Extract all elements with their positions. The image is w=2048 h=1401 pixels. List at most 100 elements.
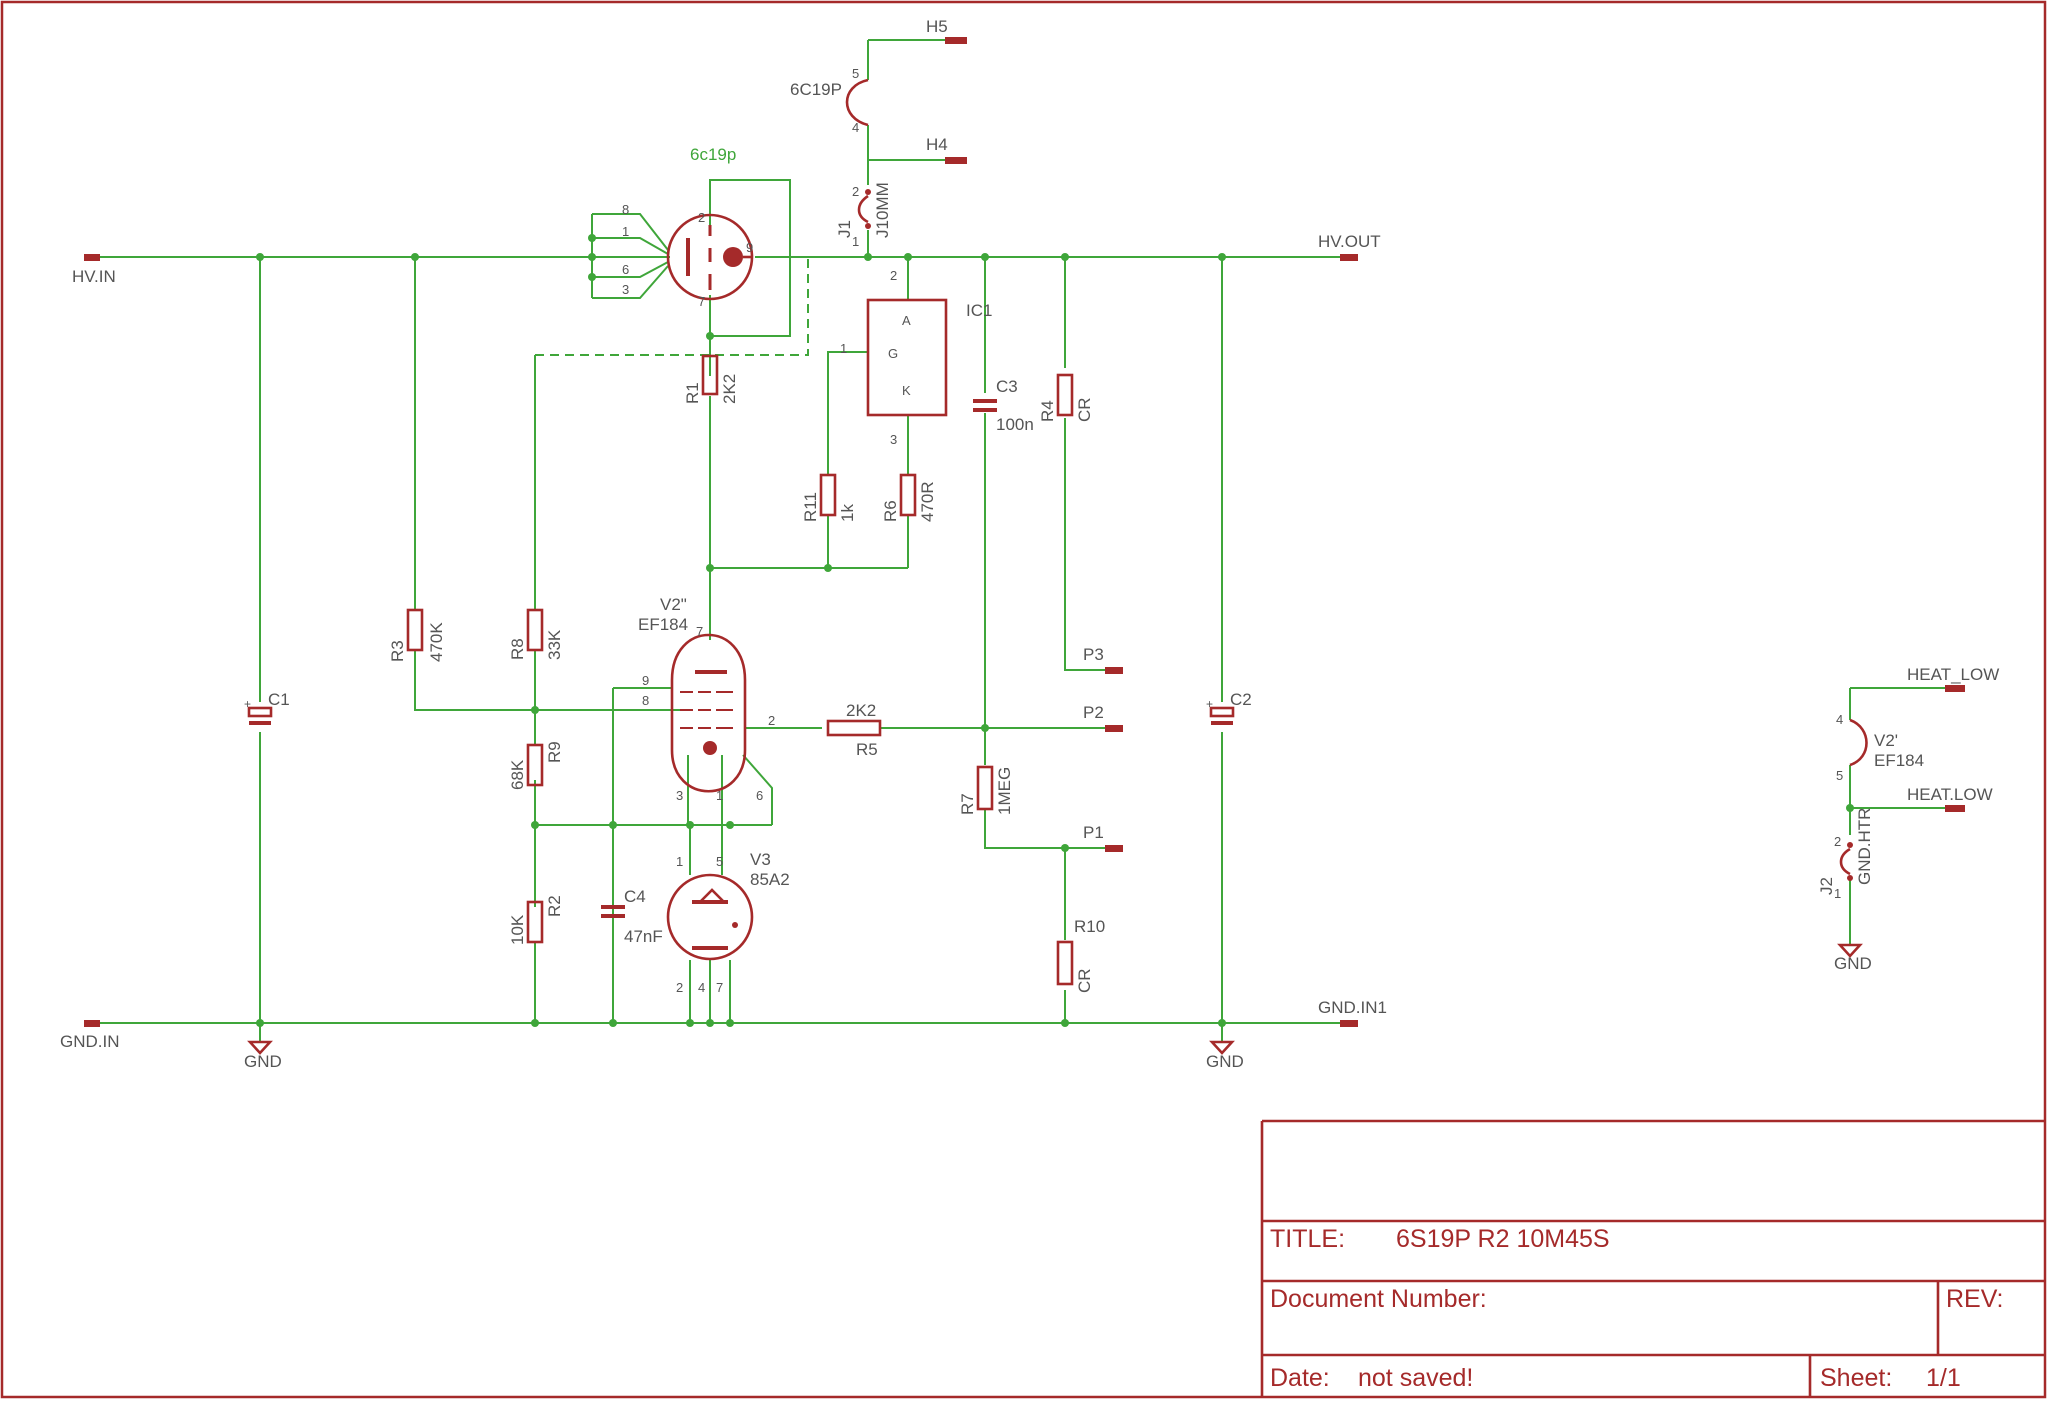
svg-text:R2: R2 (545, 895, 564, 917)
port-gnd-in1: GND.IN1 (1318, 998, 1387, 1027)
port-p1: P1 (1083, 823, 1123, 852)
port-heat-low-a: HEAT_LOW (1907, 665, 1999, 692)
svg-text:CR: CR (1075, 397, 1094, 422)
svg-text:R7: R7 (958, 793, 977, 815)
ground-symbol: GND (1206, 1023, 1244, 1071)
svg-text:2K2: 2K2 (846, 701, 876, 720)
date-value: not saved! (1358, 1364, 1473, 1392)
svg-text:GND: GND (244, 1052, 282, 1071)
svg-text:J2: J2 (1817, 877, 1836, 895)
port-label: H4 (926, 135, 948, 154)
revision-label: REV: (1946, 1285, 2003, 1313)
svg-text:7: 7 (698, 294, 705, 309)
capacitor-c4: C4 47nF (601, 688, 663, 1023)
title-value: 6S19P R2 10M45S (1396, 1225, 1610, 1253)
svg-text:4: 4 (852, 120, 859, 135)
sheet-label: Sheet: (1820, 1364, 1892, 1392)
port-label: GND.IN (60, 1032, 120, 1051)
svg-text:4: 4 (1836, 712, 1843, 727)
svg-text:R9: R9 (545, 741, 564, 763)
port-h4: H4 (926, 135, 967, 164)
svg-text:8: 8 (642, 693, 649, 708)
svg-text:1: 1 (716, 788, 723, 803)
svg-text:GND.HTR: GND.HTR (1855, 808, 1874, 885)
resistor-r7: R7 1MEG (958, 765, 1014, 815)
ground-symbol: GND (1834, 943, 1872, 973)
svg-text:1: 1 (852, 234, 859, 249)
svg-text:R3: R3 (388, 640, 407, 662)
resistor-r10: R10 CR (1056, 917, 1105, 993)
svg-text:2: 2 (1834, 834, 1841, 849)
resistor-r9: 68K R9 (508, 741, 564, 790)
port-hv-out: HV.OUT (1318, 232, 1381, 261)
heater-v2-ef184: 4 5 V2' EF184 (1836, 712, 1924, 783)
resistor-r3: R3 470K (388, 608, 446, 662)
port-label: HEAT_LOW (1907, 665, 1999, 684)
port-label: P3 (1083, 645, 1104, 664)
svg-text:5: 5 (1836, 768, 1843, 783)
svg-text:V2': V2' (1874, 731, 1898, 750)
svg-text:2: 2 (676, 980, 683, 995)
svg-text:68K: 68K (508, 759, 527, 790)
tube-6c19p: 6c19p 8 1 6 3 2 7 9 (622, 145, 754, 309)
date-label: Date: (1270, 1364, 1330, 1392)
svg-text:7: 7 (716, 980, 723, 995)
resistor-r8: R8 33K (508, 608, 564, 660)
jumper-j2: 2 1 J2 GND.HTR (1817, 808, 1874, 901)
jumper-j1: 2 1 J1 J10MM (835, 182, 892, 249)
ground-symbol: GND (244, 1023, 282, 1071)
port-label: GND.IN1 (1318, 998, 1387, 1017)
svg-text:R6: R6 (881, 500, 900, 522)
svg-text:33K: 33K (545, 629, 564, 660)
svg-text:C2: C2 (1230, 690, 1252, 709)
svg-text:GND: GND (1834, 954, 1872, 973)
capacitor-c1: + C1 (244, 690, 290, 725)
svg-text:1: 1 (1834, 886, 1841, 901)
svg-text:G: G (888, 346, 898, 361)
svg-text:470R: 470R (918, 481, 937, 522)
port-hv-in: HV.IN (72, 254, 116, 286)
svg-text:5: 5 (716, 854, 723, 869)
resistor-r1: R1 2K2 (683, 354, 739, 404)
svg-text:6: 6 (756, 788, 763, 803)
port-label: H5 (926, 17, 948, 36)
svg-text:2: 2 (698, 210, 705, 225)
svg-text:R8: R8 (508, 638, 527, 660)
svg-text:V2": V2" (660, 595, 687, 614)
svg-text:1: 1 (676, 854, 683, 869)
resistor-r2: 10K R2 (508, 895, 564, 945)
tube-v2-ef184: 9 8 2 7 3 1 6 V2" EF184 (638, 595, 775, 803)
port-p3: P3 (1083, 645, 1123, 674)
svg-text:R1: R1 (683, 382, 702, 404)
svg-text:3: 3 (676, 788, 683, 803)
svg-text:6c19p: 6c19p (690, 145, 736, 164)
svg-text:3: 3 (622, 282, 629, 297)
svg-text:R4: R4 (1038, 400, 1057, 422)
svg-text:9: 9 (746, 240, 753, 255)
resistor-r5: 2K2 R5 (826, 701, 882, 759)
capacitor-c2: + C2 (1206, 690, 1252, 725)
title-block: TITLE: 6S19P R2 10M45S Document Number: … (1260, 1119, 2045, 1397)
svg-text:C3: C3 (996, 377, 1018, 396)
svg-text:1k: 1k (838, 504, 857, 522)
title-label: TITLE: (1270, 1225, 1345, 1253)
port-gnd-in: GND.IN (60, 1020, 120, 1051)
svg-text:R10: R10 (1074, 917, 1105, 936)
svg-text:C4: C4 (624, 887, 646, 906)
svg-text:IC1: IC1 (966, 301, 992, 320)
svg-text:2: 2 (768, 713, 775, 728)
resistor-r11: R11 1k (801, 473, 857, 522)
svg-text:470K: 470K (427, 622, 446, 662)
svg-text:4: 4 (698, 980, 705, 995)
svg-text:6C19P: 6C19P (790, 80, 842, 99)
svg-text:EF184: EF184 (638, 615, 688, 634)
svg-text:47nF: 47nF (624, 927, 663, 946)
svg-text:GND: GND (1206, 1052, 1244, 1071)
svg-text:8: 8 (622, 202, 629, 217)
svg-text:7: 7 (696, 624, 703, 639)
port-label: P1 (1083, 823, 1104, 842)
port-heat-low-b: HEAT.LOW (1907, 785, 1993, 812)
resistor-r4: R4 CR (1038, 373, 1094, 422)
document-number-label: Document Number: (1270, 1285, 1487, 1313)
